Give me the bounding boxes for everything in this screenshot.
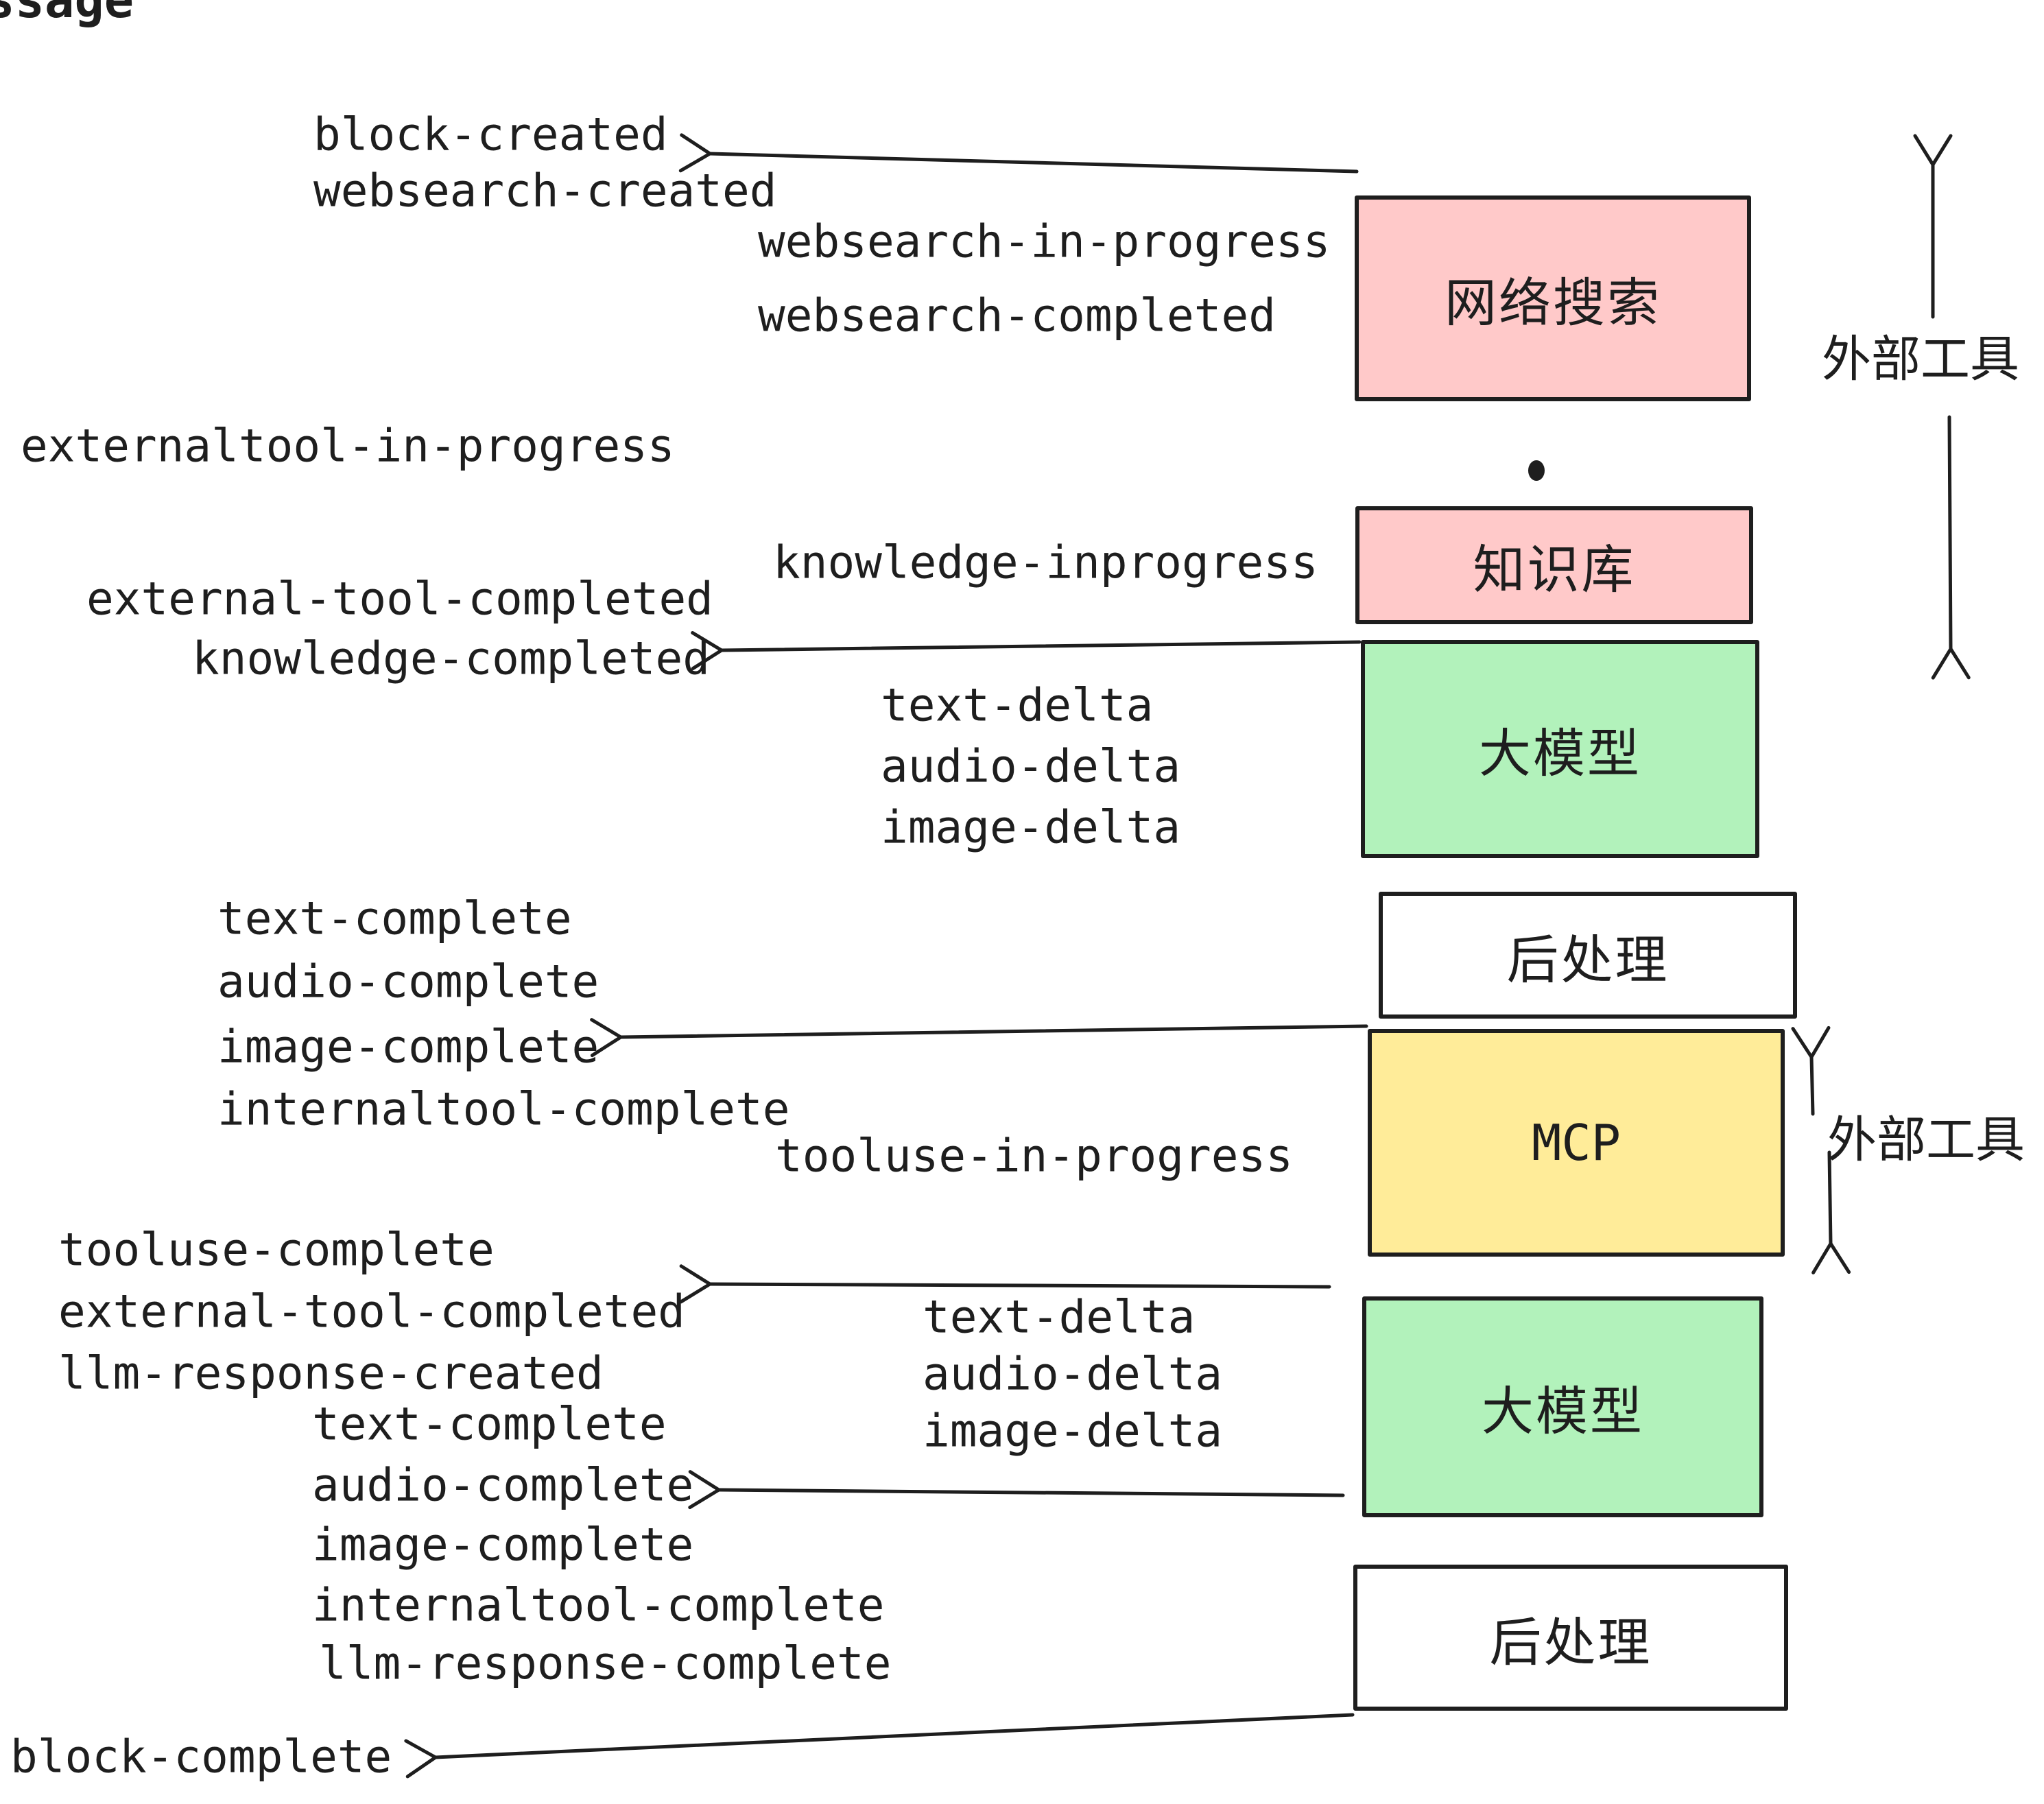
arrow-to-block-complete xyxy=(404,1713,1355,1779)
arrow-to-tooluse-complete xyxy=(679,1264,1331,1304)
external-tools-down-arrow-2 xyxy=(1811,1150,1851,1274)
event-label: llm-response-complete xyxy=(319,1637,892,1690)
event-label: internaltool-complete xyxy=(217,1082,790,1136)
box-label: 知识库 xyxy=(1473,541,1636,600)
event-label: externaltool-in-progress xyxy=(21,419,675,473)
event-label: image-delta xyxy=(923,1404,1223,1458)
event-label: text-delta xyxy=(923,1290,1196,1344)
event-label: image-complete xyxy=(217,1020,599,1073)
event-label: knowledge-inprogress xyxy=(773,536,1318,589)
llm-box-1: 大模型 xyxy=(1361,640,1759,858)
event-label: text-complete xyxy=(217,892,572,945)
mcp-box: MCP xyxy=(1368,1029,1785,1257)
event-label: audio-delta xyxy=(881,739,1181,793)
arrow-to-knowledge-completed xyxy=(691,631,1362,671)
external-tools-label: 外部工具 xyxy=(1827,1113,2025,1168)
event-label: websearch-created xyxy=(313,164,777,217)
diagram-title: A Message xyxy=(0,0,134,29)
event-label: websearch-in-progress xyxy=(758,215,1331,268)
event-label: websearch-completed xyxy=(758,289,1276,342)
event-label: audio-delta xyxy=(923,1347,1223,1401)
websearch-box: 网络搜索 xyxy=(1355,195,1751,401)
knowledge-box: 知识库 xyxy=(1355,506,1753,624)
dot xyxy=(1528,460,1545,481)
postprocess-box-2: 后处理 xyxy=(1353,1565,1788,1711)
box-label: 大模型 xyxy=(1482,1383,1644,1441)
box-label: MCP xyxy=(1531,1114,1621,1172)
event-label: tooluse-in-progress xyxy=(775,1129,1293,1183)
event-label: llm-response-created xyxy=(58,1346,604,1400)
event-label: block-created xyxy=(313,108,668,161)
event-label: block-complete xyxy=(10,1730,392,1783)
event-label: text-delta xyxy=(881,678,1154,732)
event-label: image-delta xyxy=(881,800,1181,854)
event-label: text-complete xyxy=(312,1397,667,1451)
box-label: 大模型 xyxy=(1479,725,1641,783)
box-label: 网络搜索 xyxy=(1445,274,1661,333)
event-label: audio-complete xyxy=(217,955,599,1008)
event-label: internaltool-complete xyxy=(312,1578,885,1632)
event-label: knowledge-completed xyxy=(192,632,710,685)
arrow-to-block-created xyxy=(678,133,1359,174)
event-label: external-tool-completed xyxy=(86,572,713,626)
llm-box-2: 大模型 xyxy=(1362,1296,1763,1517)
box-label: 后处理 xyxy=(1506,931,1669,990)
arrow-to-image-complete-1 xyxy=(590,1018,1368,1058)
box-label: 后处理 xyxy=(1489,1613,1652,1672)
event-label: tooluse-complete xyxy=(58,1223,495,1277)
event-label: audio-complete xyxy=(312,1458,694,1512)
external-tools-down-arrow-1 xyxy=(1931,415,1971,680)
event-label: image-complete xyxy=(312,1518,694,1571)
postprocess-box-1: 后处理 xyxy=(1379,892,1797,1019)
arrow-to-audio-complete-2 xyxy=(688,1470,1345,1510)
event-label: external-tool-completed xyxy=(58,1285,685,1338)
external-tools-up-arrow-2 xyxy=(1791,1025,1831,1116)
external-tools-label: 外部工具 xyxy=(1821,332,2020,388)
